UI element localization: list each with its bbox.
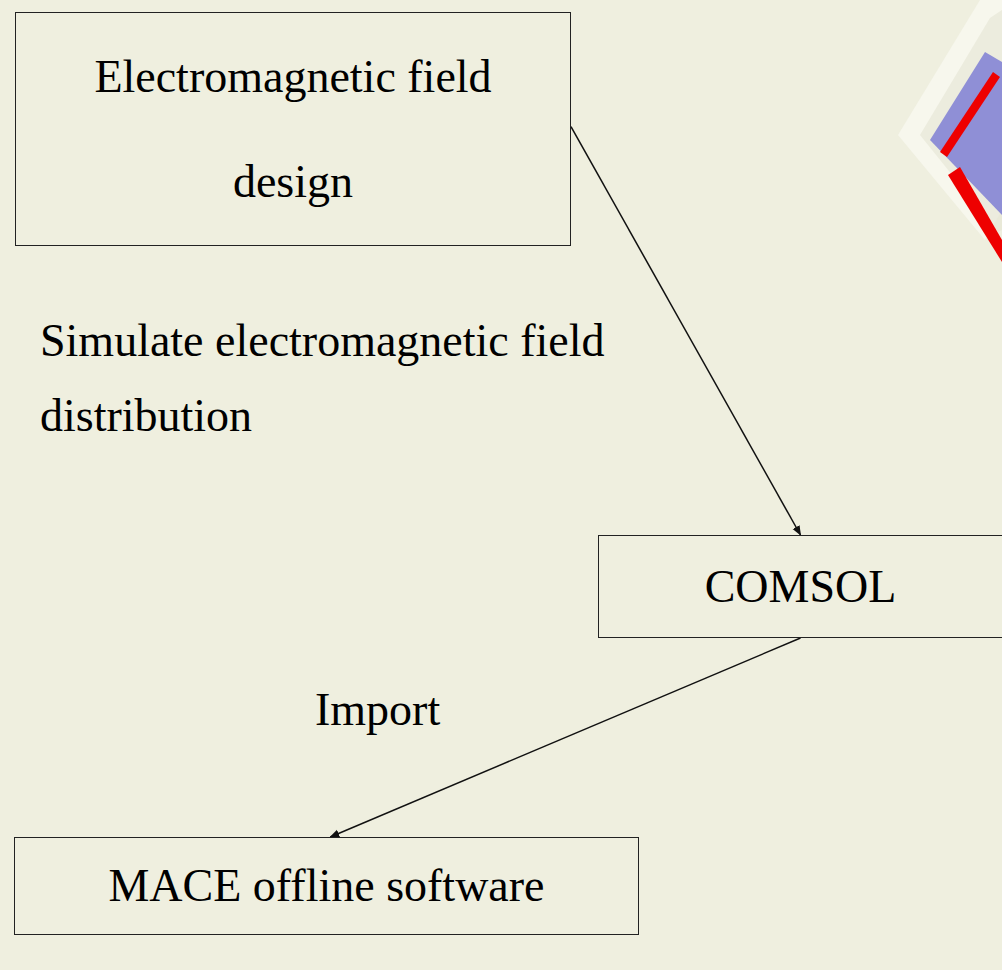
software-box: COMSOL: [598, 535, 1002, 638]
box-label: MACE offline software: [108, 858, 544, 914]
software-box: MACE offline software: [14, 837, 639, 935]
box-label: Electromagnetic field design: [93, 24, 493, 234]
edge-label: Import: [315, 672, 440, 747]
arrow-connector: [330, 638, 800, 837]
arrow-connector: [571, 127, 801, 535]
design-box: Electromagnetic field design: [15, 12, 571, 246]
tilted-panel-graphic: [898, 0, 1002, 262]
edge-label: Simulate electromagnetic field distribut…: [40, 303, 665, 453]
box-label: COMSOL: [705, 559, 897, 615]
